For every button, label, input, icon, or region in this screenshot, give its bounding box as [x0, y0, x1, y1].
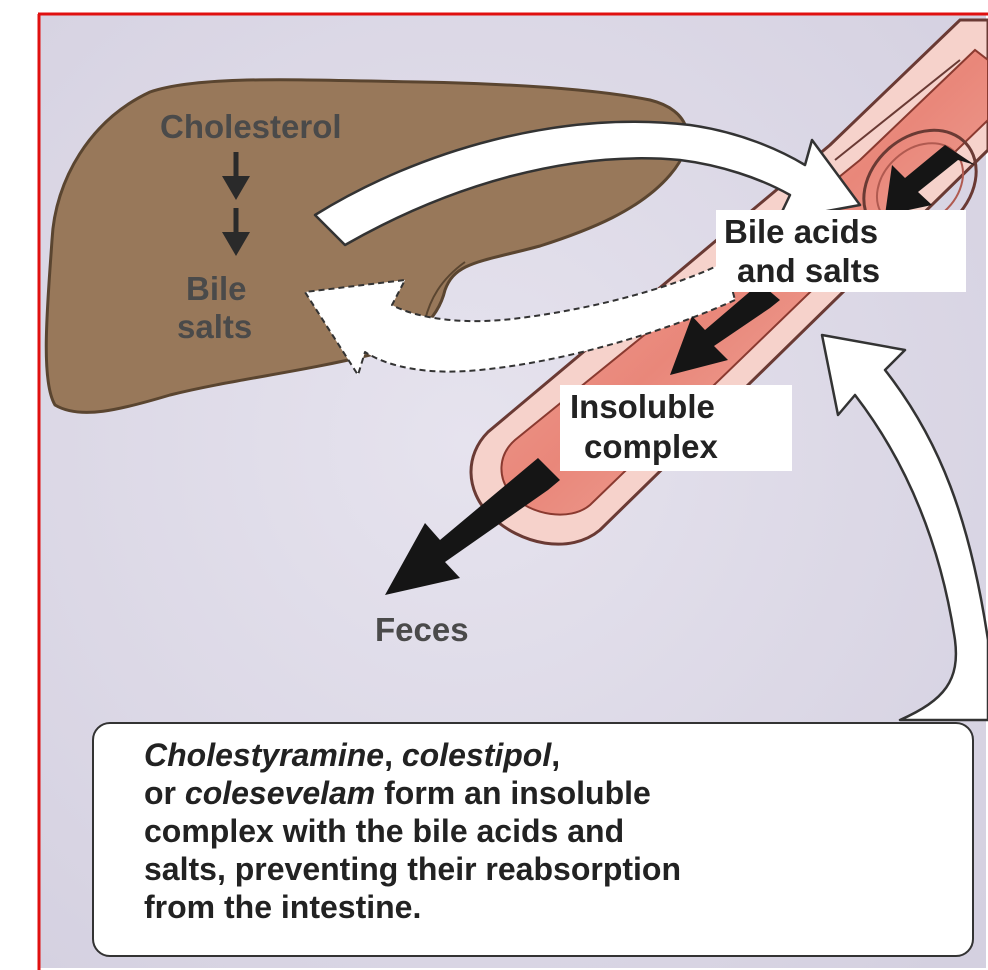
feces-label: Feces: [375, 611, 469, 648]
caption-box: Cholestyramine, colestipol, or colesevel…: [92, 722, 974, 957]
insoluble-label-line2: complex: [584, 428, 719, 465]
caption-line-1: Cholestyramine, colestipol,: [144, 736, 972, 774]
caption-drug-3: colesevelam: [185, 775, 375, 811]
caption-line-2: or colesevelam form an insoluble: [144, 774, 972, 812]
bile-salts-label-line1: Bile: [186, 270, 247, 307]
caption-drug-1: Cholestyramine: [144, 737, 384, 773]
caption-line-2-rest: form an insoluble: [375, 775, 651, 811]
cholesterol-label: Cholesterol: [160, 108, 342, 145]
caption-pre-3: or: [144, 775, 185, 811]
insoluble-label-line1: Insoluble: [570, 388, 715, 425]
bile-acids-label-line2: and salts: [737, 252, 880, 289]
caption-sep-1: ,: [384, 737, 402, 773]
caption-drug-2: colestipol: [402, 737, 551, 773]
bile-salts-label-line2: salts: [177, 308, 252, 345]
caption-line-4: salts, preventing their reabsorption: [144, 850, 972, 888]
caption-line-3: complex with the bile acids and: [144, 812, 972, 850]
caption-sep-2: ,: [551, 737, 560, 773]
bile-acids-label-line1: Bile acids: [724, 213, 878, 250]
caption-line-5: from the intestine.: [144, 888, 972, 926]
